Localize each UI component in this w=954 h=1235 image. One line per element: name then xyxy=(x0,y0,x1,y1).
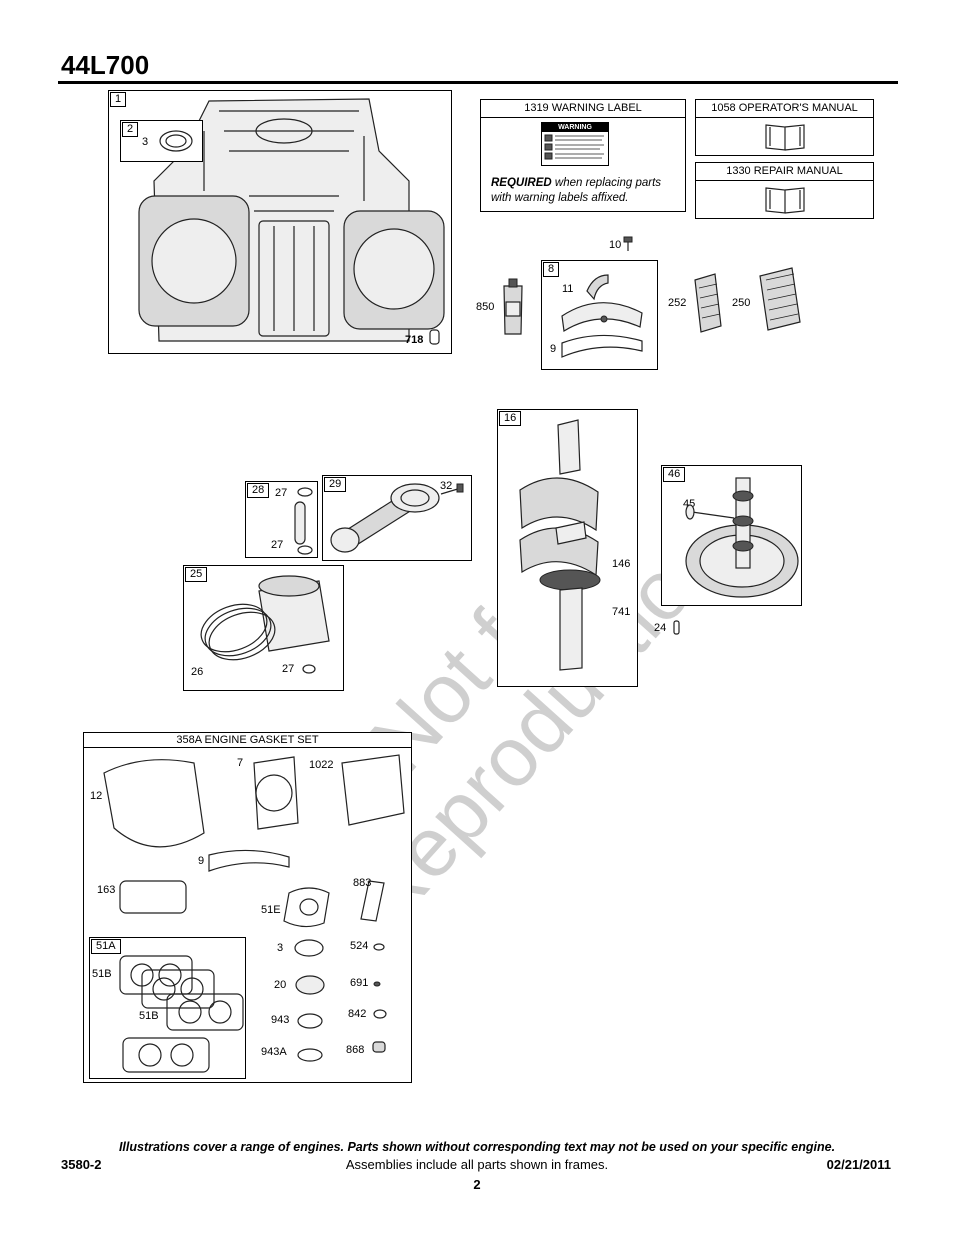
warning-label-frame: 1319 WARNING LABEL WARNING REQUIRED when… xyxy=(480,99,686,212)
footer-date: 02/21/2011 xyxy=(826,1157,891,1172)
cam-pin-icon xyxy=(673,620,680,635)
gasket-head-number: 7 xyxy=(237,757,244,769)
warning-label-heading: 1319 WARNING LABEL xyxy=(481,100,685,118)
footer-assemblies-note: Assemblies include all parts shown in fr… xyxy=(345,1157,609,1172)
valve-cover-tag: 8 xyxy=(543,262,560,277)
wrist-clip-bottom-number: 27 xyxy=(271,539,284,551)
cylinder-frame: 1 2 3 718 xyxy=(108,90,452,354)
head-gasket-a-number: 51B xyxy=(92,968,112,980)
book-icon xyxy=(765,124,805,151)
connecting-rod-illustration xyxy=(330,483,464,553)
seal-a-number: 3 xyxy=(277,942,284,954)
filter-a-icon xyxy=(694,273,722,333)
gasket-crankcase-number: 12 xyxy=(90,790,103,802)
plug-icon xyxy=(429,329,440,345)
connecting-rod-tag: 29 xyxy=(324,477,347,492)
piston-clip-number: 27 xyxy=(282,663,295,675)
gasket-plate-number: 163 xyxy=(97,884,116,896)
camshaft-frame: 46 45 xyxy=(661,465,802,606)
gasket-cover-number: 1022 xyxy=(309,759,334,771)
gasket-set-illustration xyxy=(103,754,405,1062)
crank-gear-number: 146 xyxy=(612,558,631,570)
valve-gasket-number: 9 xyxy=(550,343,557,355)
seal-number: 3 xyxy=(142,136,149,148)
operators-manual-frame: 1058 OPERATOR'S MANUAL xyxy=(695,99,874,156)
part-842-number: 842 xyxy=(348,1008,367,1020)
repair-manual-frame: 1330 REPAIR MANUAL xyxy=(695,162,874,219)
connecting-rod-frame: 29 32 xyxy=(322,475,472,561)
cam-pin-number: 24 xyxy=(654,622,667,634)
gasket-intake-number: 51E xyxy=(261,904,281,916)
piston-rings-number: 26 xyxy=(191,666,204,678)
page-title: 44L700 xyxy=(61,50,150,80)
cylinder-tag: 1 xyxy=(110,92,127,107)
head-gaskets-illustration xyxy=(119,955,244,1073)
book-icon xyxy=(765,187,805,214)
warning-label-sticker-title: WARNING xyxy=(542,123,608,132)
seal-subframe-tag: 2 xyxy=(122,122,139,137)
plug-number: 718 xyxy=(405,334,424,346)
sealant-number: 850 xyxy=(476,301,495,313)
seal-icon xyxy=(159,130,193,152)
bolt-icon xyxy=(623,236,633,251)
header-rule xyxy=(58,81,898,84)
head-gasket-subframe: 51A 51B 51B xyxy=(89,937,246,1079)
piston-frame: 25 26 27 xyxy=(183,565,344,691)
warning-label-required: REQUIRED xyxy=(491,177,552,189)
footer-code: 3580-2 xyxy=(61,1157,102,1172)
wrist-pin-illustration xyxy=(294,487,313,555)
crankshaft-illustration xyxy=(519,419,601,671)
breather-number: 11 xyxy=(562,283,574,295)
camshaft-tag: 46 xyxy=(663,467,686,482)
filter-b-icon xyxy=(759,267,801,331)
wrist-pin-frame: 28 27 27 xyxy=(245,481,318,558)
piston-tag: 25 xyxy=(185,567,208,582)
valve-cover-illustration xyxy=(561,274,643,358)
seal-subframe: 2 3 xyxy=(120,120,203,162)
cylinder-illustration xyxy=(138,98,445,342)
crank-key-number: 741 xyxy=(612,606,631,618)
gasket-flange-number: 883 xyxy=(353,877,372,889)
sealant-tube-icon xyxy=(503,278,523,335)
wrist-pin-tag: 28 xyxy=(247,483,270,498)
page-number: 2 xyxy=(473,1177,481,1192)
gasket-set-heading: 358A ENGINE GASKET SET xyxy=(84,733,411,748)
head-gasket-subframe-tag: 51A xyxy=(91,939,121,954)
repair-manual-heading: 1330 REPAIR MANUAL xyxy=(696,163,873,181)
warning-label-note: REQUIRED when replacing parts with warni… xyxy=(491,176,681,206)
camshaft-illustration xyxy=(685,477,799,598)
bolt-number: 10 xyxy=(609,239,622,251)
gasket-set-frame: 358A ENGINE GASKET SET 12 7 1022 9 163 8… xyxy=(83,732,412,1083)
head-gasket-b-number: 51B xyxy=(139,1010,159,1022)
operators-manual-heading: 1058 OPERATOR'S MANUAL xyxy=(696,100,873,118)
rod-bolt-number: 32 xyxy=(440,480,453,492)
filter-a-number: 252 xyxy=(668,297,687,309)
warning-label-sticker: WARNING xyxy=(541,122,609,166)
warning-label-lines xyxy=(544,134,604,160)
part-691-number: 691 xyxy=(350,977,369,989)
oring-b-number: 943A xyxy=(261,1046,287,1058)
crankshaft-frame: 16 146 741 xyxy=(497,409,638,687)
gasket-valve-cover-number: 9 xyxy=(198,855,205,867)
crankshaft-tag: 16 xyxy=(499,411,522,426)
valve-cover-frame: 8 11 9 xyxy=(541,260,658,370)
part-868-number: 868 xyxy=(346,1044,365,1056)
piston-illustration xyxy=(200,575,330,674)
oring-a-number: 943 xyxy=(271,1014,290,1026)
wrist-clip-top-number: 27 xyxy=(275,487,288,499)
part-524-number: 524 xyxy=(350,940,369,952)
footer-disclaimer: Illustrations cover a range of engines. … xyxy=(118,1140,836,1154)
filter-b-number: 250 xyxy=(732,297,751,309)
seal-b-number: 20 xyxy=(274,979,287,991)
warning-label-note-text: when replacing parts with warning labels… xyxy=(491,177,662,204)
